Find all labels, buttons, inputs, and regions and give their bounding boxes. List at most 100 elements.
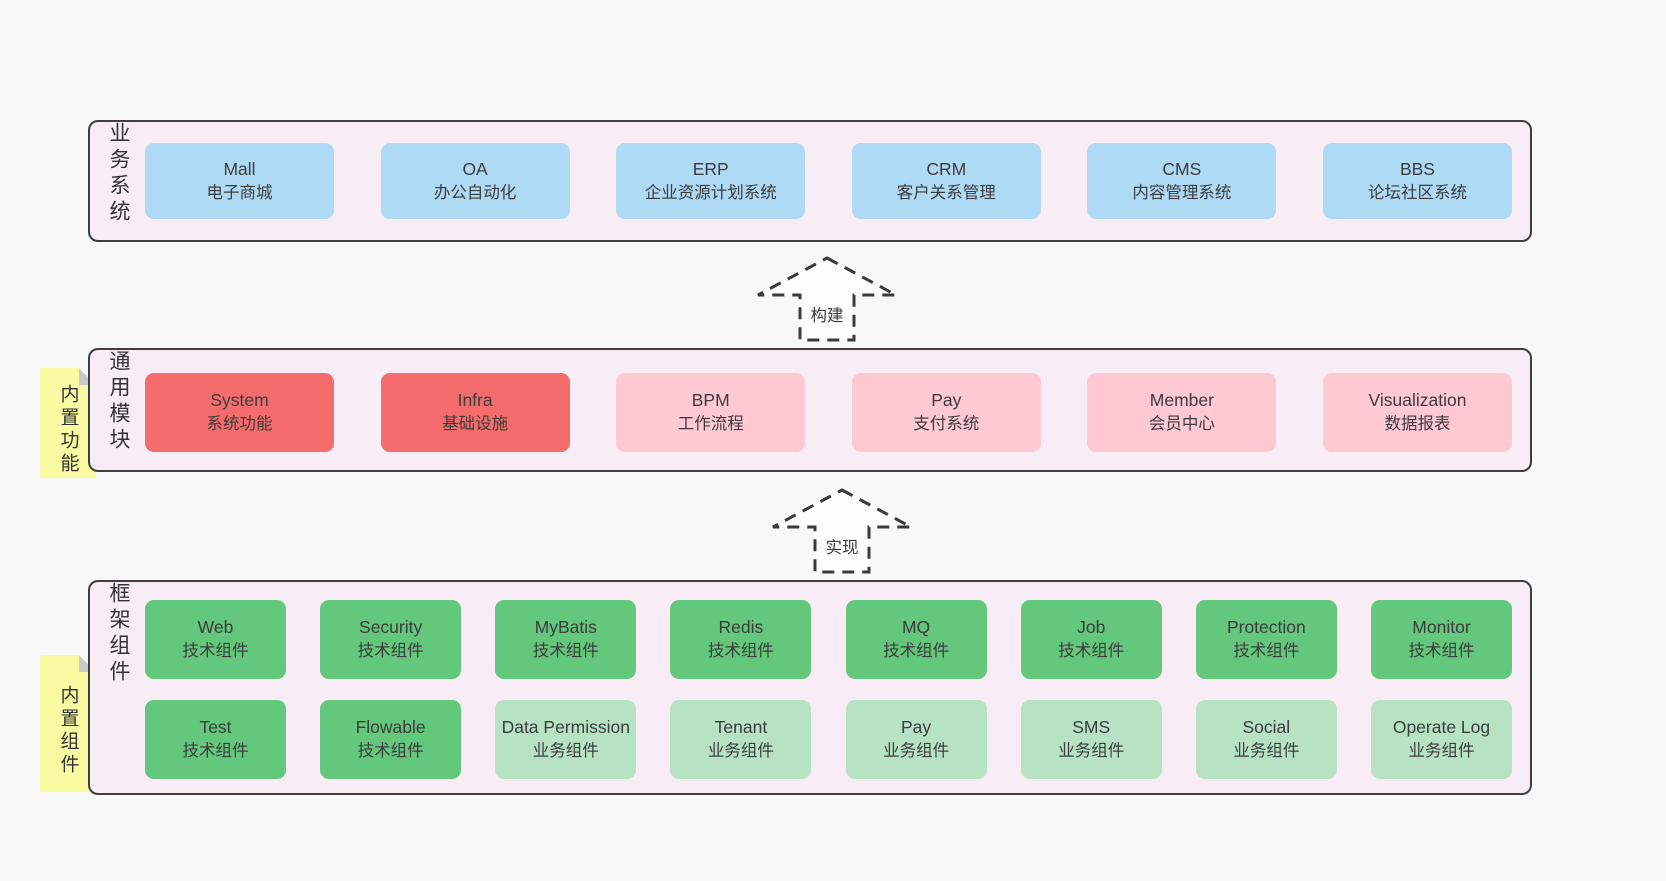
box-bbs: BBS 论坛社区系统 [1322,143,1512,219]
box-flowable-subtitle: 技术组件 [357,742,424,761]
box-mybatis-name: MyBatis [534,617,597,638]
up-arrow-icon [772,488,912,574]
framework-components-row-1: Web 技术组件 Security 技术组件 MyBatis 技术组件 Redi… [145,600,1512,679]
box-operate-log-subtitle: 业务组件 [1408,742,1475,761]
box-operate-log-name: Operate Log [1392,717,1491,738]
box-test-name: Test [199,717,232,738]
box-infra: Infra 基础设施 [380,373,570,452]
box-mq-name: MQ [901,617,931,638]
box-web: Web 技术组件 [145,600,286,679]
box-mq-subtitle: 技术组件 [883,642,950,661]
box-security-subtitle: 技术组件 [357,642,424,661]
box-oa-subtitle: 办公自动化 [433,183,517,202]
box-system-subtitle: 系统功能 [206,415,273,434]
box-erp-name: ERP [692,158,729,179]
box-member-subtitle: 会员中心 [1148,415,1215,434]
box-social-subtitle: 业务组件 [1233,742,1300,761]
box-test: Test 技术组件 [145,700,286,779]
box-visualization-name: Visualization [1368,390,1467,411]
box-member: Member 会员中心 [1087,373,1277,452]
box-security-name: Security [359,617,423,638]
box-sms: SMS 业务组件 [1020,700,1162,779]
up-arrow-icon [757,256,897,342]
box-web-name: Web [197,617,234,638]
box-flowable: Flowable 技术组件 [320,700,462,779]
box-redis-name: Redis [718,617,764,638]
box-system: System 系统功能 [145,373,334,452]
box-bpm-subtitle: 工作流程 [677,415,744,434]
box-redis-subtitle: 技术组件 [707,642,774,661]
box-protection: Protection 技术组件 [1195,600,1337,679]
box-oa: OA 办公自动化 [380,143,570,219]
box-social: Social 业务组件 [1195,700,1337,779]
layer-common-modules-label: 通用模块 [107,350,130,454]
box-monitor: Monitor 技术组件 [1370,600,1512,679]
box-crm-subtitle: 客户关系管理 [896,183,996,202]
box-security: Security 技术组件 [320,600,462,679]
box-bbs-name: BBS [1399,158,1435,179]
layer-business-systems: 业务系统 Mall 电子商城 OA 办公自动化 ERP 企业资源计划系统 CRM… [88,120,1532,242]
box-crm-name: CRM [926,158,967,179]
box-pay-component-name: Pay [900,717,932,738]
box-flowable-name: Flowable [355,717,426,738]
box-cms-name: CMS [1162,158,1202,179]
box-data-permission: Data Permission 业务组件 [495,700,637,779]
box-visualization-subtitle: 数据报表 [1384,415,1451,434]
box-web-subtitle: 技术组件 [182,642,249,661]
box-crm: CRM 客户关系管理 [851,143,1041,219]
box-cms: CMS 内容管理系统 [1087,143,1277,219]
box-bpm-name: BPM [691,390,730,411]
box-member-name: Member [1149,390,1214,411]
box-protection-subtitle: 技术组件 [1233,642,1300,661]
box-infra-name: Infra [457,390,493,411]
box-erp: ERP 企业资源计划系统 [616,143,806,219]
common-modules-row: System 系统功能 Infra 基础设施 BPM 工作流程 Pay 支付系统… [145,373,1512,452]
arrow-build-label: 构建 [810,307,844,325]
box-monitor-name: Monitor [1412,617,1471,638]
box-mybatis-subtitle: 技术组件 [532,642,599,661]
box-sms-subtitle: 业务组件 [1058,742,1125,761]
sticky-tag-built-in-features-label: 内置功能 [57,384,79,476]
box-pay-component-subtitle: 业务组件 [883,742,950,761]
sticky-tag-built-in-components-label: 内置组件 [57,684,79,777]
business-systems-row: Mall 电子商城 OA 办公自动化 ERP 企业资源计划系统 CRM 客户关系… [145,143,1512,219]
layer-business-systems-label: 业务系统 [107,122,130,226]
box-mall-name: Mall [223,158,256,179]
box-mq: MQ 技术组件 [845,600,987,679]
box-pay-component: Pay 业务组件 [845,700,987,779]
box-system-name: System [210,390,269,411]
layer-framework-components-label: 框架组件 [107,582,130,686]
box-mybatis: MyBatis 技术组件 [495,600,637,679]
box-monitor-subtitle: 技术组件 [1408,642,1475,661]
box-oa-name: OA [462,158,488,179]
box-data-permission-subtitle: 业务组件 [532,742,599,761]
box-social-name: Social [1242,717,1291,738]
box-infra-subtitle: 基础设施 [442,415,509,434]
layer-framework-components: 框架组件 Web 技术组件 Security 技术组件 MyBatis 技术组件… [88,580,1532,795]
box-mall-subtitle: 电子商城 [206,183,273,202]
box-tenant-name: Tenant [714,717,768,738]
arrow-implement: 实现 [770,488,914,574]
box-job-name: Job [1077,617,1106,638]
box-cms-subtitle: 内容管理系统 [1132,183,1232,202]
box-protection-name: Protection [1226,617,1306,638]
box-sms-name: SMS [1072,717,1111,738]
box-tenant: Tenant 业务组件 [670,700,812,779]
box-pay-module: Pay 支付系统 [851,373,1041,452]
arrow-implement-label: 实现 [825,539,859,557]
box-job: Job 技术组件 [1020,600,1162,679]
box-mall: Mall 电子商城 [145,143,334,219]
sticky-tag-built-in-features: 内置功能 [40,368,96,478]
box-pay-module-subtitle: 支付系统 [913,415,980,434]
box-test-subtitle: 技术组件 [182,742,249,761]
box-redis: Redis 技术组件 [670,600,812,679]
box-operate-log: Operate Log 业务组件 [1370,700,1512,779]
box-bpm: BPM 工作流程 [616,373,806,452]
box-data-permission-name: Data Permission [501,717,630,738]
box-job-subtitle: 技术组件 [1058,642,1125,661]
box-erp-subtitle: 企业资源计划系统 [644,183,777,202]
box-pay-module-name: Pay [931,390,962,411]
box-bbs-subtitle: 论坛社区系统 [1367,183,1467,202]
layer-common-modules: 通用模块 System 系统功能 Infra 基础设施 BPM 工作流程 Pay… [88,348,1532,472]
